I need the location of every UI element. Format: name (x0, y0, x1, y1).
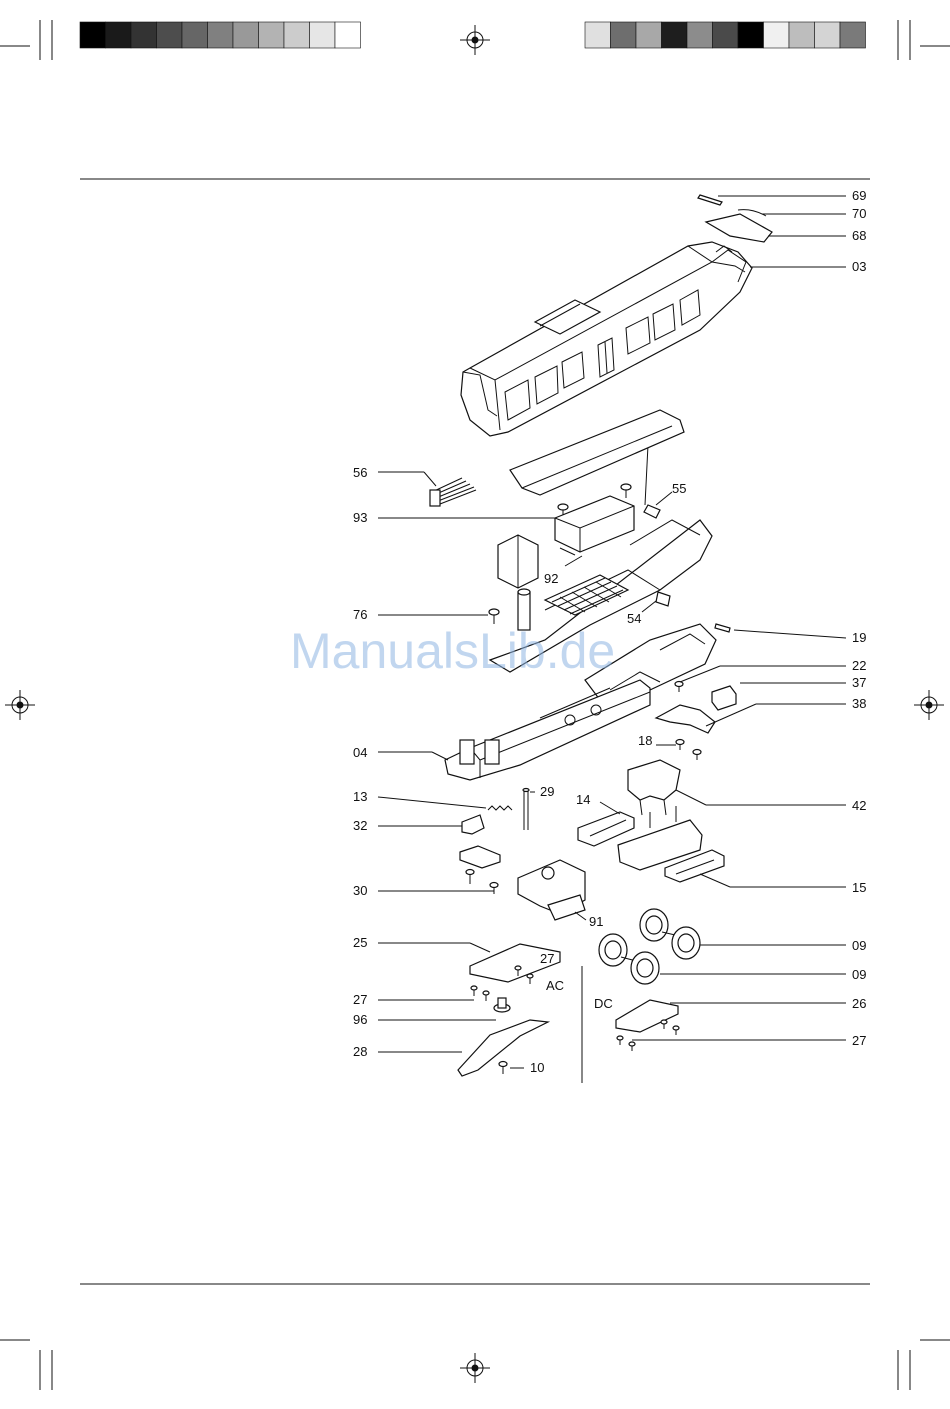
part-54-plug (656, 592, 670, 606)
color-swatch (713, 22, 739, 48)
color-swatch (585, 22, 611, 48)
part-96-pivot (494, 998, 510, 1012)
color-swatch (80, 22, 106, 48)
label-22: 22 (852, 658, 866, 673)
registration-target-right-icon (914, 690, 944, 720)
part-14-bogie-side (578, 812, 634, 846)
color-calibration-bar-right (585, 22, 866, 48)
color-swatch (259, 22, 285, 48)
color-swatch (636, 22, 662, 48)
color-swatch (131, 22, 157, 48)
color-swatch (335, 22, 361, 48)
label-92: 92 (544, 571, 558, 586)
part-29-shaft (523, 789, 529, 831)
part-09-wheelset-a (640, 909, 700, 959)
part-09-wheelset-b (599, 934, 659, 984)
label-30: 30 (353, 883, 367, 898)
label-68: 68 (852, 228, 866, 243)
color-swatch (233, 22, 259, 48)
label-69: 69 (852, 188, 866, 203)
color-swatch (284, 22, 310, 48)
part-18-screws (676, 740, 701, 761)
label-32: 32 (353, 818, 367, 833)
color-swatch (789, 22, 815, 48)
label-dc: DC (594, 996, 613, 1011)
part-10-screw (499, 1062, 507, 1075)
interior-frame (510, 410, 684, 495)
label-29: 29 (540, 784, 554, 799)
label-04: 04 (353, 745, 367, 760)
color-swatch (310, 22, 336, 48)
part-13-spring (488, 806, 512, 810)
part-42-gear-housing (628, 760, 680, 815)
label-14: 14 (576, 792, 590, 807)
part-03-body-shell (461, 242, 752, 436)
registration-target-top-icon (460, 25, 490, 55)
label-09-lower: 09 (852, 967, 866, 982)
watermark-text: ManualsLib.de (290, 623, 615, 679)
part-32-contact (462, 815, 484, 834)
part-19-pin (715, 624, 730, 632)
label-76: 76 (353, 607, 367, 622)
label-37: 37 (852, 675, 866, 690)
color-swatch (182, 22, 208, 48)
part-04-main-chassis (445, 680, 650, 780)
color-calibration-bar-left (80, 22, 361, 48)
part-37-block (712, 686, 736, 710)
label-ac: AC (546, 978, 564, 993)
label-03: 03 (852, 259, 866, 274)
label-38: 38 (852, 696, 866, 711)
color-swatch (157, 22, 183, 48)
part-22-screw (675, 682, 683, 693)
label-25: 25 (353, 935, 367, 950)
label-09-upper: 09 (852, 938, 866, 953)
color-swatch (687, 22, 713, 48)
part-91-bogie-assembly (518, 860, 585, 920)
label-55: 55 (672, 481, 686, 496)
label-27-dc: 27 (852, 1033, 866, 1048)
label-56: 56 (353, 465, 367, 480)
registration-target-bottom-icon (460, 1353, 490, 1383)
color-swatch (840, 22, 866, 48)
color-swatch (208, 22, 234, 48)
color-swatch (662, 22, 688, 48)
label-91: 91 (589, 914, 603, 929)
label-28: 28 (353, 1044, 367, 1059)
label-26: 26 (852, 996, 866, 1011)
label-27-ac-lower: 27 (353, 992, 367, 1007)
label-42: 42 (852, 798, 866, 813)
label-54: 54 (627, 611, 641, 626)
color-swatch (764, 22, 790, 48)
label-18: 18 (638, 733, 652, 748)
label-15: 15 (852, 880, 866, 895)
label-27-ac-upper: 27 (540, 951, 554, 966)
decoder-bracket (498, 535, 538, 588)
color-swatch (815, 22, 841, 48)
part-38-cover (656, 705, 715, 733)
label-10: 10 (530, 1060, 544, 1075)
part-56-cable-harness (430, 478, 476, 506)
label-13: 13 (353, 789, 367, 804)
registration-target-left-icon (5, 690, 35, 720)
label-19: 19 (852, 630, 866, 645)
label-93: 93 (353, 510, 367, 525)
part-26-plate (616, 1000, 678, 1032)
label-96: 96 (353, 1012, 367, 1027)
color-swatch (738, 22, 764, 48)
color-swatch (611, 22, 637, 48)
color-swatch (106, 22, 132, 48)
label-70: 70 (852, 206, 866, 221)
part-68-drawing (706, 214, 772, 242)
crop-marks (0, 20, 950, 1390)
part-76-screw (489, 609, 499, 624)
part-30-plate (460, 846, 500, 894)
